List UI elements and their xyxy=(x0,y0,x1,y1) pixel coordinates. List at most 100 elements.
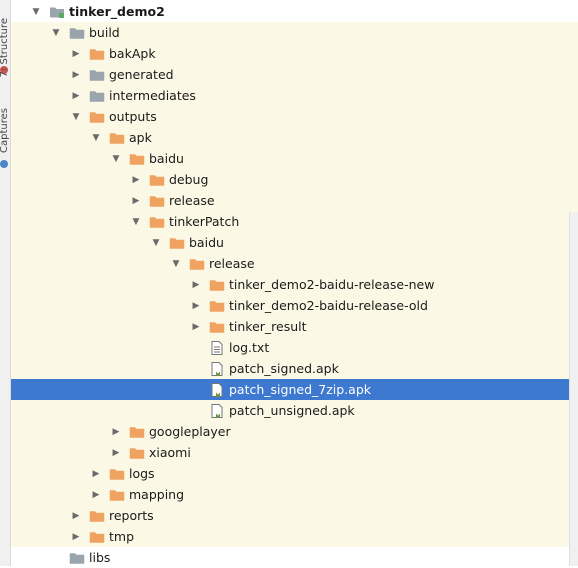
tree-node-label: xiaomi xyxy=(149,445,191,460)
tree-node-label: reports xyxy=(109,508,154,523)
tree-node-label: libs xyxy=(89,550,111,565)
tree-node-tinkerpatch[interactable]: ▼ tinkerPatch xyxy=(11,211,578,232)
apk-file-icon xyxy=(209,361,225,376)
expanded-arrow-icon[interactable]: ▼ xyxy=(32,6,40,17)
folder-icon xyxy=(89,509,105,523)
collapsed-arrow-icon[interactable]: ▶ xyxy=(72,69,80,80)
folder-icon xyxy=(89,68,105,82)
collapsed-arrow-icon[interactable]: ▶ xyxy=(112,447,120,458)
structure-tab[interactable]: 7: Structure xyxy=(0,18,10,78)
tree-node-baidu[interactable]: ▼ baidu xyxy=(11,232,578,253)
tree-node-googleplayer[interactable]: ▶ googleplayer xyxy=(11,421,578,442)
tree-node-release[interactable]: ▼ release xyxy=(11,253,578,274)
tree-node-bakapk[interactable]: ▶bakApk xyxy=(11,43,578,64)
structure-icon xyxy=(0,66,8,74)
expanded-arrow-icon[interactable]: ▼ xyxy=(152,237,160,248)
tree-node-tinker-demo2-baidu-release-old[interactable]: ▶tinker_demo2-baidu-release-old xyxy=(11,295,578,316)
tree-node-generated[interactable]: ▶generated xyxy=(11,64,578,85)
tree-node-xiaomi[interactable]: ▶ xiaomi xyxy=(11,442,578,463)
tree-node-label: build xyxy=(89,25,120,40)
folder-icon xyxy=(129,425,145,439)
apk-file-icon xyxy=(209,403,225,418)
tree-node-label: baidu xyxy=(189,235,224,250)
collapsed-arrow-icon[interactable]: ▶ xyxy=(192,279,200,290)
tree-node-tmp[interactable]: ▶ tmp xyxy=(11,526,578,547)
expanded-arrow-icon[interactable]: ▼ xyxy=(92,132,100,143)
folder-icon xyxy=(209,299,225,313)
tree-node-patch-unsigned-apk[interactable]: patch_unsigned.apk xyxy=(11,400,578,421)
tree-node-tinker-demo2-baidu-release-new[interactable]: ▶tinker_demo2-baidu-release-new xyxy=(11,274,578,295)
tree-node-outputs[interactable]: ▼ outputs xyxy=(11,106,578,127)
tree-node-label: googleplayer xyxy=(149,424,231,439)
folder-icon xyxy=(209,320,225,334)
folder-icon xyxy=(89,530,105,544)
expanded-arrow-icon[interactable]: ▼ xyxy=(132,216,140,227)
no-arrow-spacer xyxy=(51,553,61,563)
tree-node-apk[interactable]: ▼ apk xyxy=(11,127,578,148)
tree-node-label: outputs xyxy=(109,109,157,124)
collapsed-arrow-icon[interactable]: ▶ xyxy=(92,489,100,500)
collapsed-arrow-icon[interactable]: ▶ xyxy=(72,90,80,101)
collapsed-arrow-icon[interactable]: ▶ xyxy=(192,321,200,332)
tree-node-label: apk xyxy=(129,130,152,145)
collapsed-arrow-icon[interactable]: ▶ xyxy=(112,426,120,437)
folder-icon xyxy=(69,26,85,40)
tree-node-baidu[interactable]: ▼ baidu xyxy=(11,148,578,169)
tree-node-debug[interactable]: ▶ debug xyxy=(11,169,578,190)
vertical-scrollbar[interactable] xyxy=(569,212,578,566)
collapsed-arrow-icon[interactable]: ▶ xyxy=(72,510,80,521)
folder-icon xyxy=(129,152,145,166)
expanded-arrow-icon[interactable]: ▼ xyxy=(52,27,60,38)
project-tree[interactable]: ▼tinker_demo2▼build▶bakApk▶generated▶int… xyxy=(11,0,578,566)
expanded-arrow-icon[interactable]: ▼ xyxy=(172,258,180,269)
collapsed-arrow-icon[interactable]: ▶ xyxy=(72,531,80,542)
tree-node-libs[interactable]: libs xyxy=(11,547,578,568)
tree-node-build[interactable]: ▼ build xyxy=(11,22,578,43)
tree-node-tinker-result[interactable]: ▶ tinker_result xyxy=(11,316,578,337)
no-arrow-spacer xyxy=(191,406,201,416)
tree-node-label: tinker_result xyxy=(229,319,307,334)
tree-node-tinker-demo2[interactable]: ▼ tinker_demo2 xyxy=(11,1,578,22)
expanded-arrow-icon[interactable]: ▼ xyxy=(112,153,120,164)
tree-node-label: log.txt xyxy=(229,340,270,355)
folder-icon xyxy=(109,467,125,481)
tree-node-release[interactable]: ▶release xyxy=(11,190,578,211)
tree-node-label: release xyxy=(209,256,255,271)
tree-node-label: patch_unsigned.apk xyxy=(229,403,355,418)
collapsed-arrow-icon[interactable]: ▶ xyxy=(72,48,80,59)
tree-node-patch-signed-7zip-apk[interactable]: patch_signed_7zip.apk xyxy=(11,379,578,400)
expanded-arrow-icon[interactable]: ▼ xyxy=(72,111,80,122)
folder-icon xyxy=(129,446,145,460)
folder-icon xyxy=(109,131,125,145)
tree-node-logs[interactable]: ▶ logs xyxy=(11,463,578,484)
tree-node-label: intermediates xyxy=(109,88,196,103)
tree-node-label: tmp xyxy=(109,529,135,544)
captures-tab[interactable]: Captures xyxy=(0,108,10,153)
tree-node-label: logs xyxy=(129,466,155,481)
collapsed-arrow-icon[interactable]: ▶ xyxy=(92,468,100,479)
apk-file-icon xyxy=(209,382,225,397)
tree-node-label: mapping xyxy=(129,487,185,502)
tree-node-mapping[interactable]: ▶ mapping xyxy=(11,484,578,505)
tree-node-reports[interactable]: ▶ reports xyxy=(11,505,578,526)
folder-icon xyxy=(69,551,85,565)
tree-node-label: baidu xyxy=(149,151,184,166)
no-arrow-spacer xyxy=(191,364,201,374)
tool-window-strip: 7: Structure Captures xyxy=(0,0,11,566)
folder-icon xyxy=(149,215,165,229)
tree-node-label: debug xyxy=(169,172,209,187)
folder-icon xyxy=(209,278,225,292)
tree-node-label: tinker_demo2 xyxy=(69,4,165,19)
tree-node-log-txt[interactable]: log.txt xyxy=(11,337,578,358)
collapsed-arrow-icon[interactable]: ▶ xyxy=(132,195,140,206)
tree-node-patch-signed-apk[interactable]: patch_signed.apk xyxy=(11,358,578,379)
collapsed-arrow-icon[interactable]: ▶ xyxy=(192,300,200,311)
no-arrow-spacer xyxy=(191,385,201,395)
folder-icon xyxy=(149,194,165,208)
folder-icon xyxy=(89,47,105,61)
tree-node-label: tinkerPatch xyxy=(169,214,240,229)
tree-node-intermediates[interactable]: ▶ intermediates xyxy=(11,85,578,106)
module-folder-icon xyxy=(49,5,65,19)
folder-icon xyxy=(109,488,125,502)
collapsed-arrow-icon[interactable]: ▶ xyxy=(132,174,140,185)
